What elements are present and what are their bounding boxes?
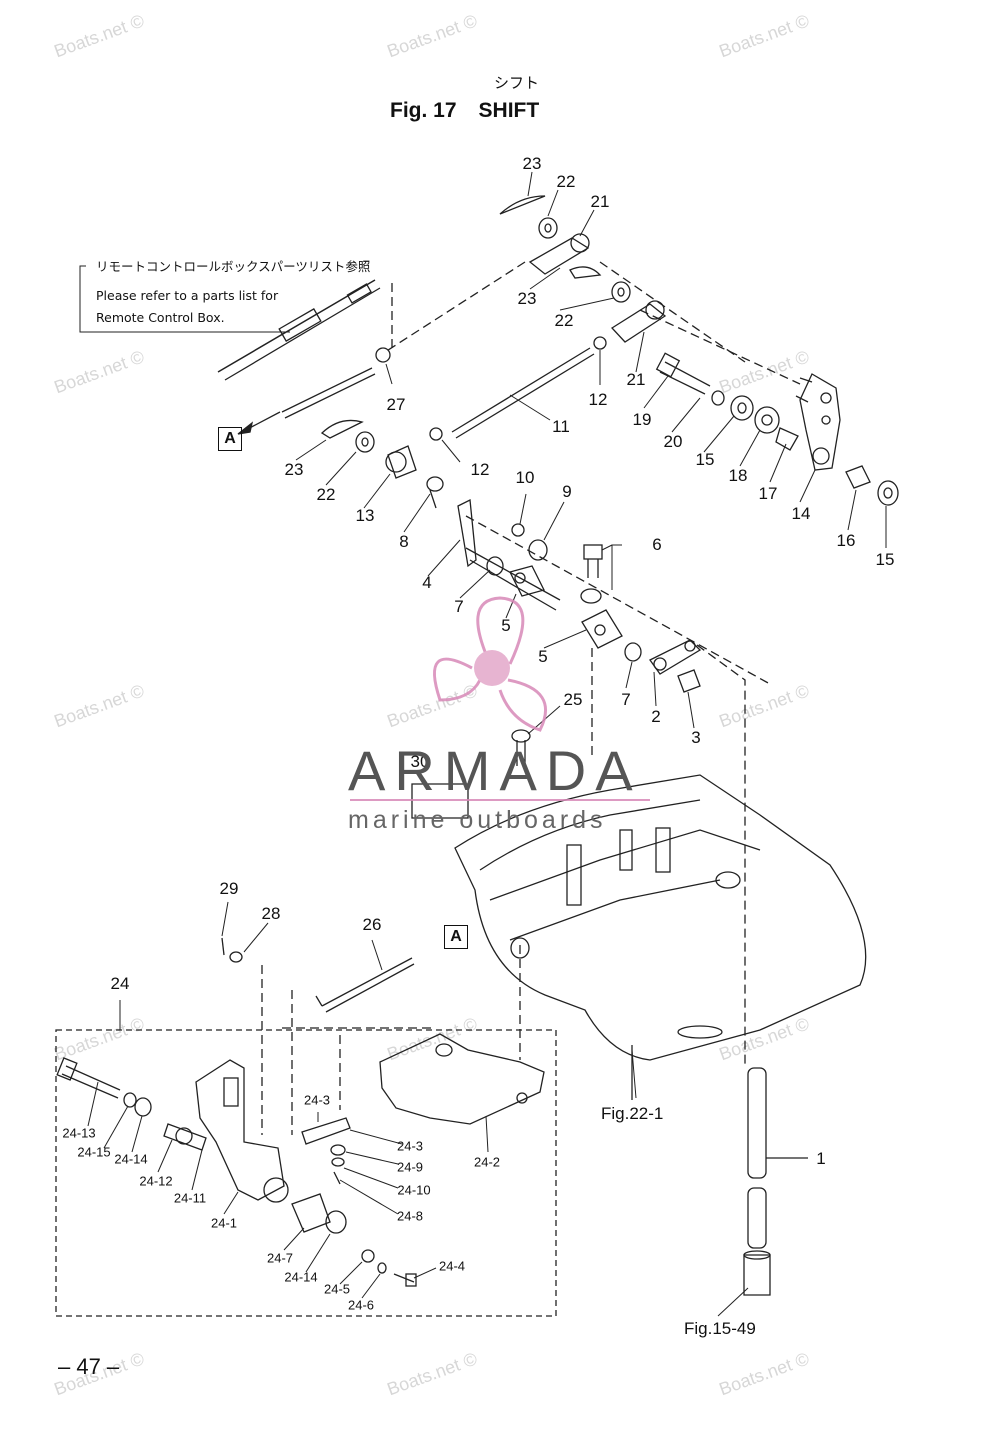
figure-reference: Fig.22-1	[601, 1104, 664, 1123]
callout: 23	[517, 289, 537, 308]
callout: 28	[261, 904, 281, 923]
callout: 24	[110, 974, 130, 993]
subpart-callout: 24-3	[396, 1138, 424, 1154]
section-marker-a: A	[218, 427, 242, 451]
callout: 6	[652, 535, 662, 554]
callout: 2	[651, 707, 661, 726]
figure-name: SHIFT	[478, 99, 540, 122]
callout: 13	[355, 506, 375, 525]
callout: 4	[422, 573, 432, 592]
figure-title: Fig. 17 SHIFT	[390, 99, 539, 123]
callout: 8	[399, 532, 409, 551]
callout: 26	[362, 915, 382, 934]
callout: 9	[562, 482, 572, 501]
subpart-callout: 24-2	[473, 1154, 501, 1170]
title-japanese: シフト	[494, 74, 540, 92]
note-line-2: Remote Control Box.	[96, 310, 225, 325]
callout: 15	[695, 450, 715, 469]
callout: 14	[791, 504, 811, 523]
subpart-callout: 24-13	[62, 1125, 96, 1141]
callout: 29	[219, 879, 239, 898]
subpart-callout: 24-9	[396, 1159, 424, 1175]
subpart-callout: 24-1	[210, 1215, 238, 1231]
callout: 10	[515, 468, 535, 487]
subpart-callout: 24-14	[284, 1269, 318, 1285]
logo-tagline: marine outboards	[348, 806, 607, 834]
section-marker-a: A	[444, 925, 468, 949]
callout: 23	[522, 154, 542, 173]
callout: 1	[816, 1149, 826, 1168]
callout: 11	[552, 417, 570, 436]
callout: 22	[556, 172, 576, 191]
figure-reference: Fig.15-49	[684, 1319, 756, 1338]
callout: 21	[590, 192, 610, 211]
callout: 7	[621, 690, 631, 709]
note-japanese: リモートコントロールボックスパーツリスト参照	[96, 259, 371, 274]
callout: 12	[470, 460, 490, 479]
callout: 12	[588, 390, 608, 409]
subpart-callout: 24-14	[114, 1151, 148, 1167]
callout: 3	[691, 728, 701, 747]
callout: 16	[836, 531, 856, 550]
callout: 17	[758, 484, 778, 503]
callout: 22	[554, 311, 574, 330]
callout: 30	[410, 752, 430, 771]
callout: 25	[563, 690, 583, 709]
callout: 15	[875, 550, 895, 569]
subpart-callout: 24-6	[347, 1297, 375, 1313]
subpart-callout: 24-8	[396, 1208, 424, 1224]
subpart-callout: 24-15	[77, 1144, 111, 1160]
callout: 5	[538, 647, 548, 666]
callout: 7	[454, 597, 464, 616]
subpart-callout: 24-11	[173, 1190, 207, 1206]
subpart-callout: 24-12	[139, 1173, 173, 1189]
subpart-callout: 24-4	[438, 1258, 466, 1274]
callout: 23	[284, 460, 304, 479]
callout: 20	[663, 432, 683, 451]
page-number: – 47 –	[58, 1354, 120, 1379]
subpart-callout: 24-5	[323, 1281, 351, 1297]
callout: 19	[632, 410, 652, 429]
callout: 21	[626, 370, 646, 389]
note-line-1: Please refer to a parts list for	[96, 288, 279, 303]
callout: 18	[728, 466, 748, 485]
callout: 22	[316, 485, 336, 504]
figure-number: Fig. 17	[390, 99, 457, 122]
subpart-callout: 24-3	[303, 1092, 331, 1108]
subpart-callout: 24-10	[397, 1182, 431, 1198]
callout: 27	[386, 395, 406, 414]
logo-name: ARMADA	[348, 739, 642, 802]
subpart-callout: 24-7	[266, 1250, 294, 1266]
callout: 5	[501, 616, 511, 635]
